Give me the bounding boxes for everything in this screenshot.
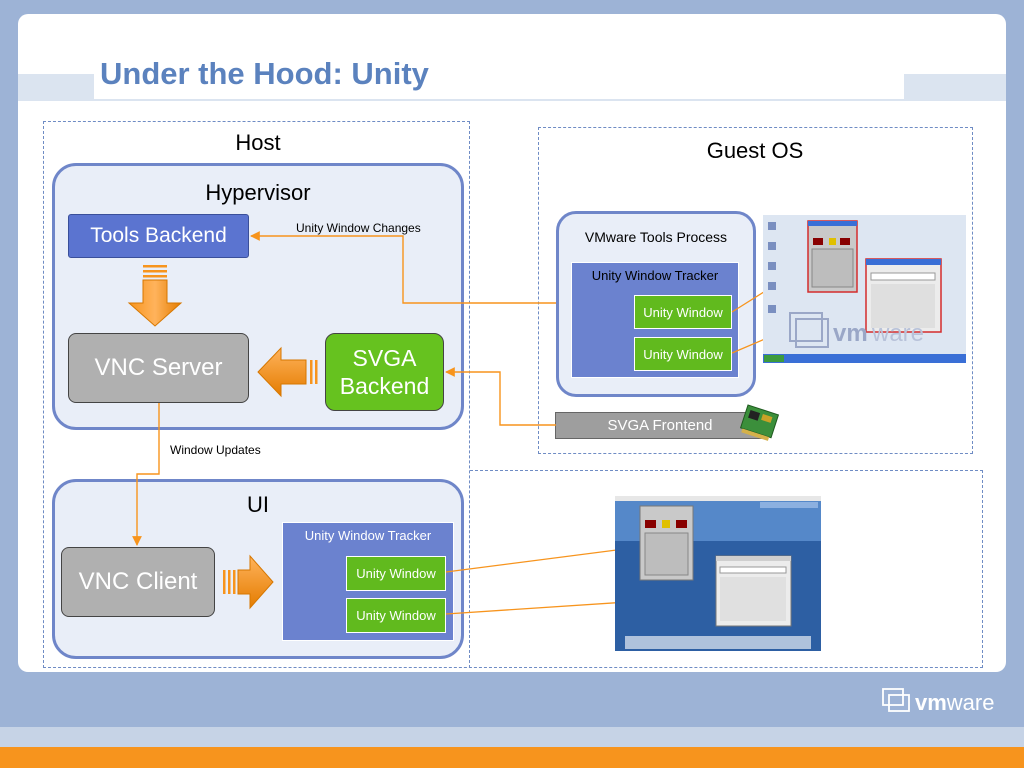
guest-unity-window-2: Unity Window [634,337,732,371]
host-region [43,121,470,668]
svga-frontend-box: SVGA Frontend [555,412,765,439]
host-region-divider [470,470,983,471]
block-arrow-down [127,265,183,327]
guest-unity-window-1: Unity Window [634,295,732,329]
connector-ui-window-1 [445,543,641,573]
graphics-card-icon [739,404,780,441]
svga-backend-box: SVGA Backend [325,333,444,411]
host-region-lower [43,470,983,668]
ui-unity-window-1: Unity Window [346,556,446,591]
ui-label: UI [247,492,269,517]
edge-label-window-updates: Window Updates [170,443,261,457]
title-underline [94,99,904,101]
edge-label-unity-window-changes: Unity Window Changes [296,221,421,235]
tools-process-label: VMware Tools Process [584,229,728,245]
vnc-client-box: VNC Client [61,547,215,617]
guest-os-region [538,127,973,454]
hypervisor-label: Hypervisor [205,180,311,205]
connector-unity-window-changes [250,231,556,304]
svg-text:ware: ware [871,320,924,347]
title-band-right [904,74,1006,101]
block-arrow-right [223,554,274,610]
connector-svga-frontend-backend [445,367,556,426]
host-label: Host [235,130,281,155]
guest-desktop-screenshot: vm ware [763,215,966,363]
vnc-server-box: VNC Server [68,333,249,403]
slide-title: Under the Hood: Unity [100,56,429,91]
tools-backend-box: Tools Backend [68,214,249,258]
title-band-left [18,74,94,101]
connector-window-updates [132,403,160,546]
vmware-logo: vmware [882,688,994,715]
svg-text:vmware: vmware [915,690,994,715]
block-arrow-left [257,346,318,398]
ui-unity-window-2: Unity Window [346,598,446,633]
guest-os-label: Guest OS [706,138,804,163]
host-desktop-screenshot [615,496,821,651]
ui-tracker-label: Unity Window Tracker [304,528,432,543]
svg-text:vm: vm [833,320,868,347]
guest-tracker-label: Unity Window Tracker [591,268,719,283]
